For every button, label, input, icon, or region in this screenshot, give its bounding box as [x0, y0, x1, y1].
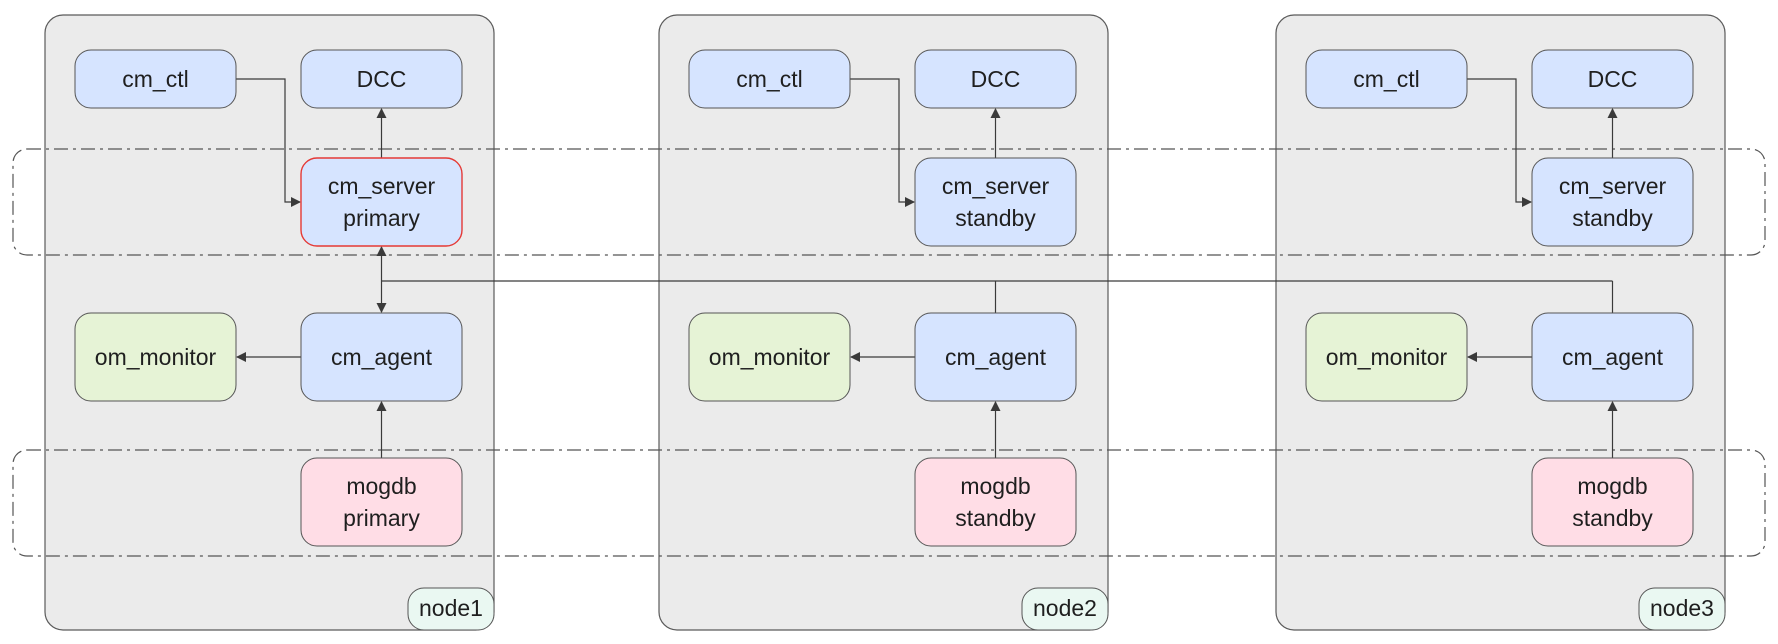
om-monitor-box[interactable]: om_monitor — [688, 312, 851, 402]
component-label-line: om_monitor — [95, 344, 217, 370]
node-tag: node2 — [1021, 587, 1109, 631]
dcc-box[interactable]: DCC — [1531, 49, 1694, 109]
component-label-line: standby — [955, 505, 1036, 531]
node-tag: node3 — [1638, 587, 1726, 631]
cm-server-band — [12, 148, 1766, 256]
cm-ctl-box[interactable]: cm_ctl — [74, 49, 237, 109]
component-label-line: mogdb — [346, 473, 416, 499]
component-label-line: mogdb — [960, 473, 1030, 499]
component-label-line: primary — [343, 505, 420, 531]
mogdb-box[interactable]: mogdb primary — [300, 457, 463, 547]
dcc-box[interactable]: DCC — [914, 49, 1077, 109]
mogdb-band — [12, 449, 1766, 557]
component-label-line: DCC — [971, 66, 1021, 92]
component-label-line: DCC — [1588, 66, 1638, 92]
mogdb-box[interactable]: mogdb standby — [914, 457, 1077, 547]
cm-agent-box[interactable]: cm_agent — [914, 312, 1077, 402]
cm-ctl-box[interactable]: cm_ctl — [1305, 49, 1468, 109]
cm-agent-box[interactable]: cm_agent — [1531, 312, 1694, 402]
component-label-line: cm_ctl — [122, 66, 188, 92]
component-label-line: cm_server — [328, 173, 436, 199]
node-tag-label: node2 — [1033, 595, 1097, 621]
component-label-line: om_monitor — [1326, 344, 1448, 370]
cm-ctl-to-cm-server-edge — [850, 78, 915, 207]
component-label-line: cm_agent — [331, 344, 433, 370]
node-tag-label: node1 — [419, 595, 483, 621]
node-tag-label: node3 — [1650, 595, 1714, 621]
component-label-line: cm_server — [1559, 173, 1667, 199]
component-label-line: cm_ctl — [1353, 66, 1419, 92]
component-label-line: standby — [955, 205, 1036, 231]
component-label-line: standby — [1572, 505, 1653, 531]
component-label-line: om_monitor — [709, 344, 831, 370]
component-label-line: cm_server — [942, 173, 1050, 199]
component-label-line: DCC — [357, 66, 407, 92]
component-label-line: cm_agent — [945, 344, 1047, 370]
om-monitor-box[interactable]: om_monitor — [74, 312, 237, 402]
cm-ctl-box[interactable]: cm_ctl — [688, 49, 851, 109]
component-label-line: primary — [343, 205, 420, 231]
cm-ctl-to-cm-server-edge — [1467, 78, 1532, 207]
cm-agent-box[interactable]: cm_agent — [300, 312, 463, 402]
cm-ctl-to-cm-server-edge — [236, 78, 301, 207]
component-label-line: mogdb — [1577, 473, 1647, 499]
component-label-line: cm_agent — [1562, 344, 1664, 370]
dcc-box[interactable]: DCC — [300, 49, 463, 109]
om-monitor-box[interactable]: om_monitor — [1305, 312, 1468, 402]
node-tag: node1 — [407, 587, 495, 631]
component-label-line: cm_ctl — [736, 66, 802, 92]
mogdb-box[interactable]: mogdb standby — [1531, 457, 1694, 547]
component-label-line: standby — [1572, 205, 1653, 231]
